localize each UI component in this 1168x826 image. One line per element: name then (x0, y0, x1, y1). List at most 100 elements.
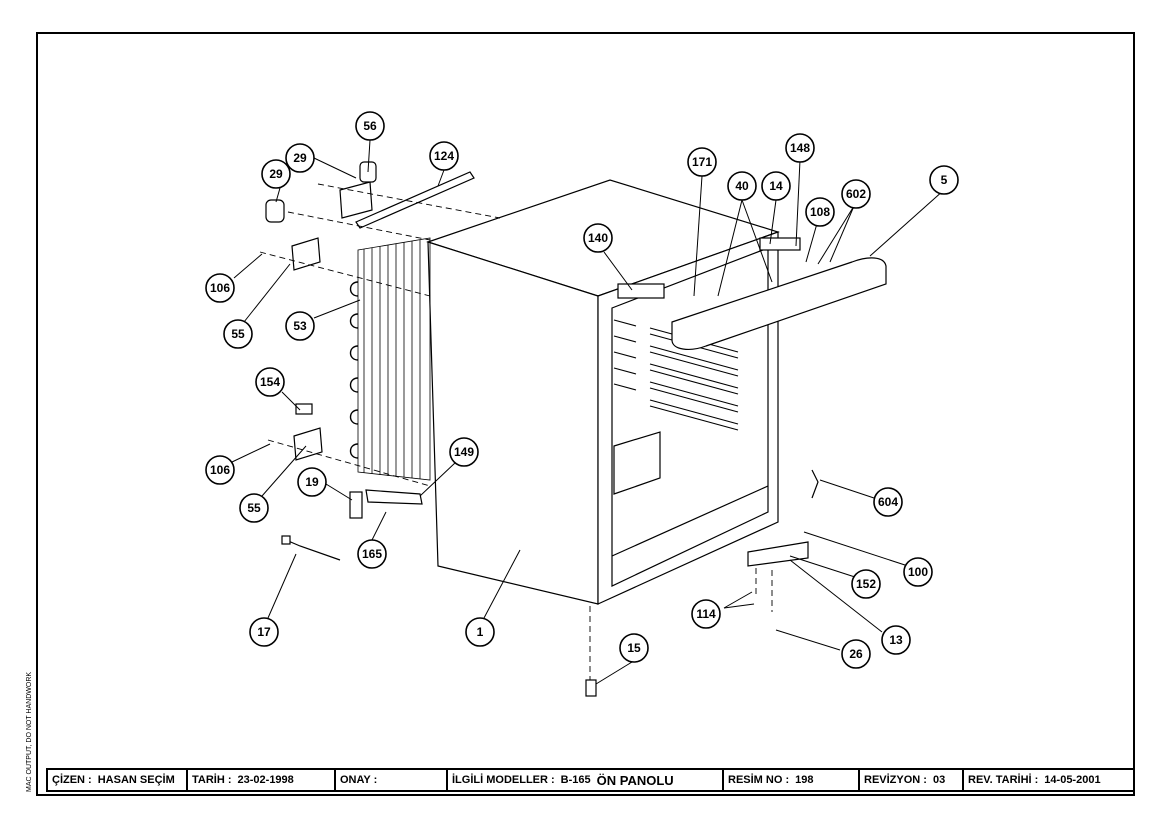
callout-circle (429, 141, 459, 171)
front-handle-panel (671, 257, 887, 350)
callout-label: 40 (735, 179, 749, 193)
callout-108: 108 (805, 197, 835, 227)
callout-5: 5 (929, 165, 959, 195)
condenser-coil (349, 237, 431, 481)
alignment-lines (259, 183, 773, 680)
callout-17: 17 (249, 617, 279, 647)
callout-circle (687, 147, 717, 177)
callout-circle (239, 493, 269, 523)
callout-165: 165 (357, 539, 387, 569)
callout-152: 152 (851, 569, 881, 599)
callout-55: 55 (239, 493, 269, 523)
rev-date-cell: REV. TARİHİ : 14-05-2001 (964, 770, 1133, 790)
callout-label: 19 (305, 475, 319, 489)
callout-circle (583, 223, 613, 253)
callout-circle (285, 311, 315, 341)
callout-label: 148 (790, 141, 810, 155)
drawing-no-cell: RESİM NO : 198 (724, 770, 860, 790)
callout-label: 55 (231, 327, 245, 341)
drawing-no-value: 198 (795, 774, 814, 786)
callout-label: 53 (293, 319, 307, 333)
models-label: İLGİLİ MODELLER : (452, 774, 555, 786)
drawn-by-cell: ÇİZEN : HASAN SEÇİM (48, 770, 188, 790)
callout-56: 56 (355, 111, 385, 141)
callout-label: 29 (269, 167, 283, 181)
callout-circle (223, 319, 253, 349)
leader-lines (231, 139, 945, 685)
callout-106: 106 (205, 455, 235, 485)
callout-171: 171 (687, 147, 717, 177)
callout-29: 29 (261, 159, 291, 189)
revision-label: REVİZYON : (864, 774, 927, 786)
callout-label: 106 (210, 463, 230, 477)
callout-circle (465, 617, 495, 647)
side-note: MAC OUTPUT, DO NOT HANDWORK (26, 671, 33, 792)
callout-label: 604 (878, 495, 898, 509)
callout-label: 149 (454, 445, 474, 459)
callout-602: 602 (841, 179, 871, 209)
callout-circle (285, 143, 315, 173)
models-cell: İLGİLİ MODELLER : B-165 ÖN PANOLU (448, 770, 724, 790)
callout-label: 100 (908, 565, 928, 579)
callout-circle (205, 273, 235, 303)
callout-label: 165 (362, 547, 382, 561)
callout-label: 602 (846, 187, 866, 201)
callout-label: 17 (257, 625, 271, 639)
cabinet-body (426, 179, 780, 605)
callout-circle (805, 197, 835, 227)
callout-114: 114 (691, 599, 721, 629)
callout-circle (841, 639, 871, 669)
hinge-brackets (265, 161, 377, 461)
callout-circle (841, 179, 871, 209)
callout-label: 114 (696, 607, 716, 621)
callout-14: 14 (761, 171, 791, 201)
callout-label: 154 (260, 375, 280, 389)
callout-label: 124 (434, 149, 454, 163)
drawing-frame (36, 32, 1135, 796)
callout-circle (261, 159, 291, 189)
callout-label: 5 (941, 173, 948, 187)
callout-label: 13 (889, 633, 903, 647)
title-block: ÇİZEN : HASAN SEÇİM TARİH : 23-02-1998 O… (46, 768, 1135, 792)
callout-124: 124 (429, 141, 459, 171)
callout-label: 26 (849, 647, 863, 661)
callout-circle (929, 165, 959, 195)
callout-15: 15 (619, 633, 649, 663)
callout-circle (357, 539, 387, 569)
callout-154: 154 (255, 367, 285, 397)
callout-label: 29 (293, 151, 307, 165)
callout-13: 13 (881, 625, 911, 655)
callout-148: 148 (785, 133, 815, 163)
drawing-no-label: RESİM NO : (728, 774, 790, 786)
callout-label: 140 (588, 231, 608, 245)
approval-label: ONAY : (340, 774, 378, 786)
callout-circle (873, 487, 903, 517)
callout-label: 152 (856, 577, 876, 591)
callout-circle (851, 569, 881, 599)
revision-cell: REVİZYON : 03 (860, 770, 964, 790)
callout-140: 140 (583, 223, 613, 253)
drawn-by-value: HASAN SEÇİM (97, 774, 175, 786)
callout-circle (355, 111, 385, 141)
callout-26: 26 (841, 639, 871, 669)
rev-date-label: REV. TARİHİ : (968, 774, 1039, 786)
rev-date-value: 14-05-2001 (1044, 774, 1101, 786)
callout-label: 171 (692, 155, 712, 169)
models-suffix: ÖN PANOLU (596, 772, 674, 788)
models-value: B-165 (560, 774, 591, 786)
callout-55: 55 (223, 319, 253, 349)
callout-label: 15 (627, 641, 641, 655)
callout-circle (297, 467, 327, 497)
callout-circle (449, 437, 479, 467)
callout-label: 55 (247, 501, 261, 515)
callout-circle (205, 455, 235, 485)
callout-53: 53 (285, 311, 315, 341)
callout-29: 29 (285, 143, 315, 173)
date-value: 23-02-1998 (237, 774, 294, 786)
small-parts (281, 237, 819, 697)
callout-1: 1 (465, 617, 495, 647)
callout-circle (619, 633, 649, 663)
callout-100: 100 (903, 557, 933, 587)
callout-circle (761, 171, 791, 201)
